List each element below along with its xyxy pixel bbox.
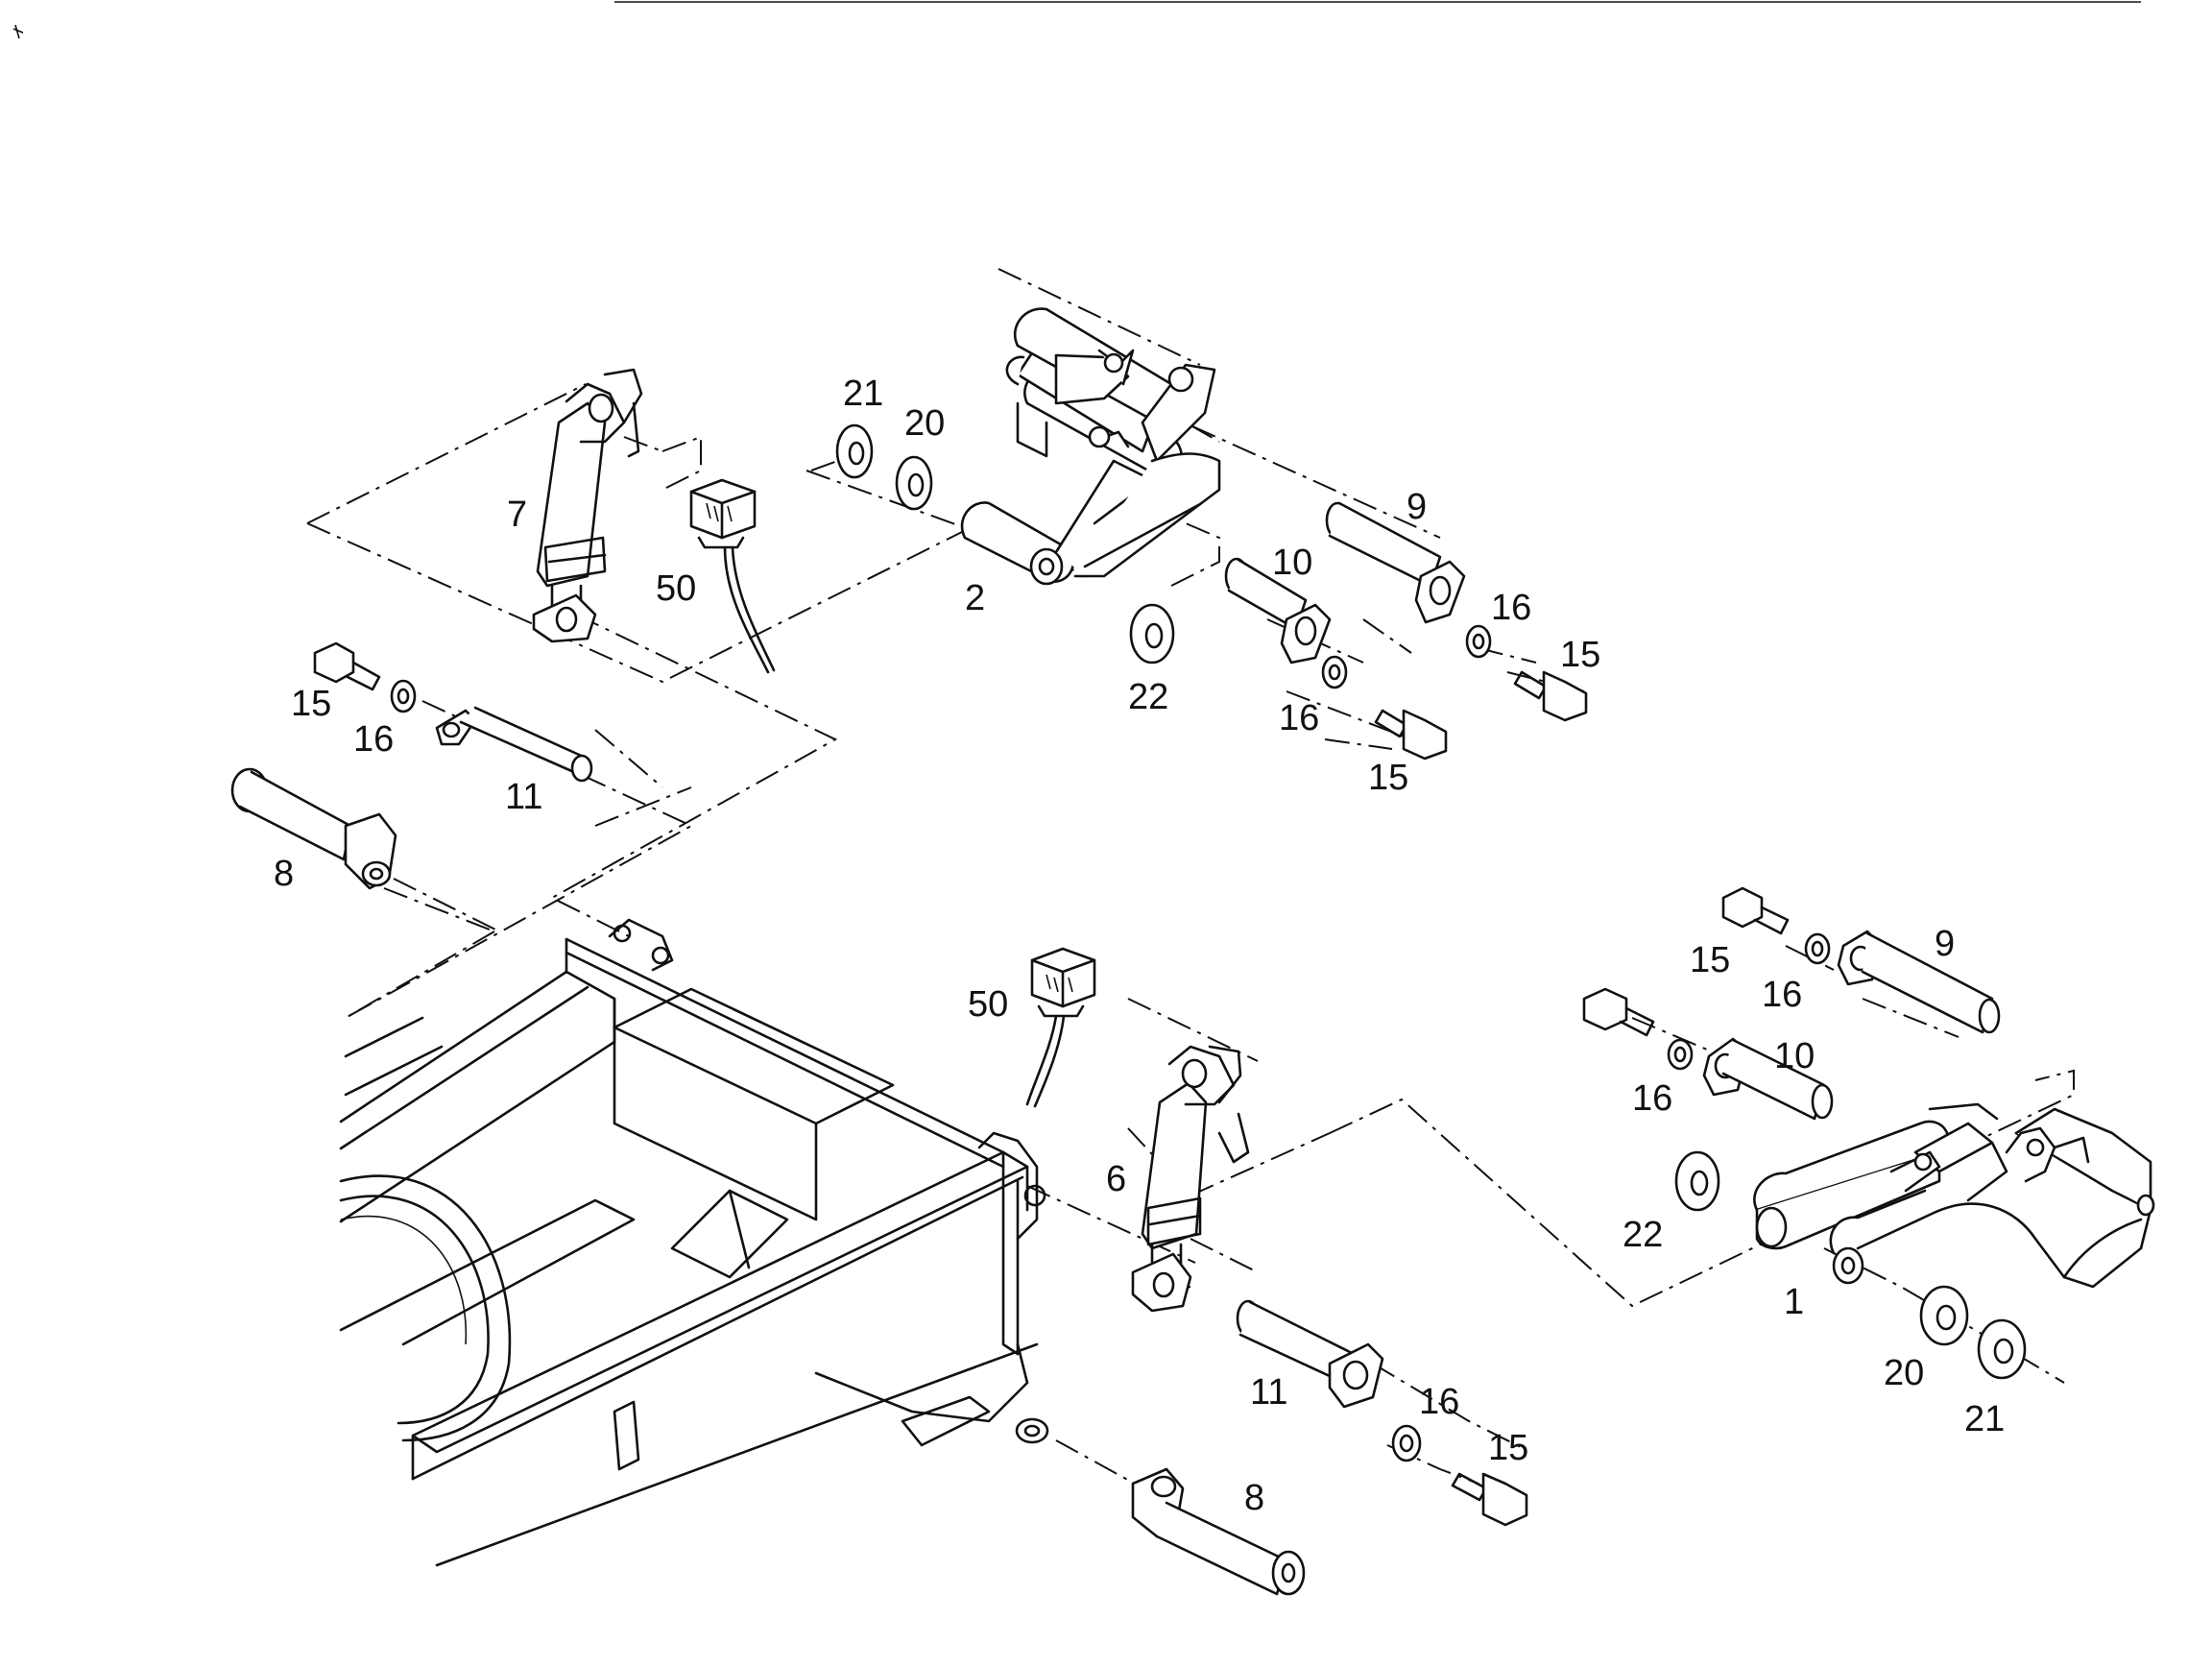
callout-16-bottom: 16 bbox=[1419, 1382, 1459, 1422]
callout-16-right-b: 16 bbox=[1632, 1078, 1672, 1119]
washer-16-top-b bbox=[1321, 655, 1348, 689]
callout-9-top: 9 bbox=[1407, 487, 1427, 527]
callout-50-mid: 50 bbox=[968, 984, 1008, 1025]
leaf-spring-1 bbox=[1753, 1102, 2155, 1289]
washer-16-right-b bbox=[1667, 1038, 1694, 1071]
pin-10-top bbox=[1224, 557, 1332, 664]
callout-10-top: 10 bbox=[1272, 543, 1312, 583]
callout-20-bottom: 20 bbox=[1884, 1353, 1924, 1393]
pin-8-left bbox=[230, 767, 397, 890]
callout-15-right: 15 bbox=[1690, 940, 1730, 980]
pin-11-left bbox=[435, 706, 593, 783]
callout-8-left: 8 bbox=[274, 854, 294, 894]
bolt-15-top-b bbox=[1374, 709, 1448, 761]
callout-22-right: 22 bbox=[1623, 1215, 1663, 1255]
callout-15-bottom: 15 bbox=[1488, 1428, 1528, 1468]
callout-8-bottom: 8 bbox=[1244, 1478, 1264, 1518]
bolt-15-left bbox=[313, 641, 417, 713]
callout-16-right-a: 16 bbox=[1762, 975, 1802, 1015]
pin-8-bottom bbox=[1131, 1467, 1306, 1596]
bolt-15-top-a bbox=[1513, 670, 1588, 722]
cylinder-6 bbox=[1131, 1045, 1250, 1313]
callout-9-right: 9 bbox=[1935, 924, 1955, 964]
callout-16-top-b: 16 bbox=[1279, 698, 1319, 738]
callout-11-left: 11 bbox=[505, 777, 542, 817]
cylinder-7 bbox=[532, 368, 643, 643]
pin-11-bottom bbox=[1236, 1299, 1384, 1409]
callout-16-left: 16 bbox=[353, 719, 394, 760]
callout-1: 1 bbox=[1784, 1282, 1804, 1322]
chassis-frame bbox=[339, 918, 1049, 1567]
callout-15-top-a: 15 bbox=[1560, 635, 1600, 675]
callout-21-top: 21 bbox=[843, 374, 883, 414]
callout-2: 2 bbox=[965, 578, 985, 618]
callout-labels: 1 2 6 7 8 8 9 9 10 10 11 11 15 15 15 15 … bbox=[274, 374, 2005, 1518]
callout-15-left: 15 bbox=[291, 684, 331, 724]
washer-21-top bbox=[835, 423, 874, 479]
washer-16-right-a bbox=[1804, 932, 1831, 965]
callout-20-top: 20 bbox=[904, 403, 945, 444]
callout-15-top-b: 15 bbox=[1368, 758, 1408, 798]
washer-20-bottom bbox=[1919, 1285, 1969, 1346]
washer-16-bottom bbox=[1391, 1424, 1422, 1462]
washer-16-top-a bbox=[1465, 624, 1492, 659]
callout-50-top: 50 bbox=[656, 568, 696, 609]
callout-22-top: 22 bbox=[1128, 677, 1168, 717]
pin-9-top bbox=[1325, 501, 1466, 624]
connector-50-mid bbox=[1025, 947, 1096, 1108]
washer-22-right bbox=[1674, 1150, 1720, 1212]
washer-22-top bbox=[1129, 603, 1175, 664]
callout-6: 6 bbox=[1106, 1159, 1126, 1199]
callout-16-top-a: 16 bbox=[1491, 588, 1531, 628]
callout-7: 7 bbox=[507, 495, 527, 535]
callout-11-bottom: 11 bbox=[1250, 1372, 1287, 1413]
washer-20-top bbox=[895, 455, 933, 511]
washer-21-bottom bbox=[1977, 1318, 2027, 1380]
connector-50-top bbox=[689, 478, 776, 674]
callout-10-right: 10 bbox=[1774, 1036, 1815, 1076]
bolt-15-right bbox=[1721, 886, 1790, 935]
callout-21-bottom: 21 bbox=[1964, 1399, 2005, 1439]
leaf-spring-2 bbox=[960, 307, 1221, 586]
pin-9-right bbox=[1837, 930, 2001, 1034]
bolt-15-right-b bbox=[1582, 987, 1655, 1037]
corner-marks bbox=[12, 1, 2141, 39]
bolt-15-bottom bbox=[1451, 1472, 1528, 1527]
pin-10-right bbox=[1702, 1037, 1834, 1121]
